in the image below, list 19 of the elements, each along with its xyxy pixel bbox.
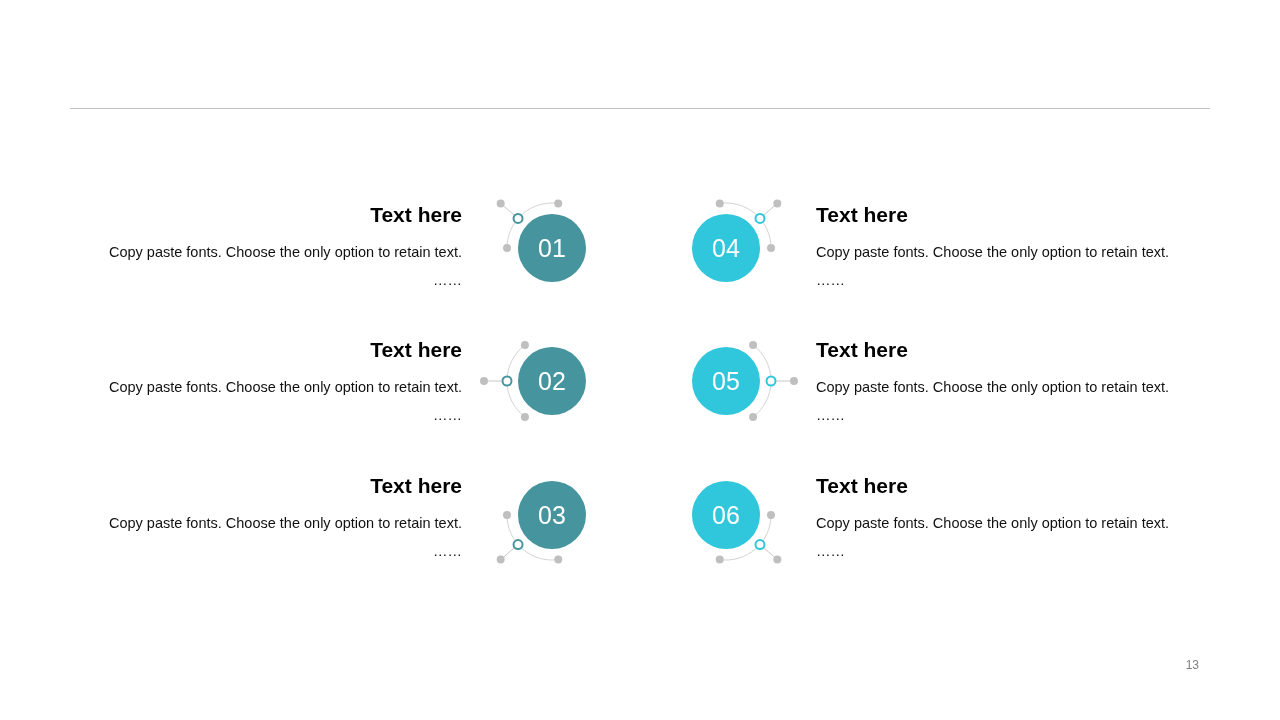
description-text: Copy paste fonts. Choose the only option to retain text. …… <box>816 514 1171 561</box>
item-heading: Text here <box>816 203 908 227</box>
number-circle: 03 <box>518 481 586 549</box>
description-text: Copy paste fonts. Choose the only option to retain text. …… <box>107 378 462 425</box>
description-text: Copy paste fonts. Choose the only option to retain text. …… <box>107 514 462 561</box>
item-heading: Text here <box>816 338 908 362</box>
number-circle: 02 <box>518 347 586 415</box>
number-circle: 06 <box>692 481 760 549</box>
number-circle: 04 <box>692 214 760 282</box>
item-heading: Text here <box>370 203 462 227</box>
description-text: Copy paste fonts. Choose the only option to retain text. …… <box>107 243 462 290</box>
description-text: Copy paste fonts. Choose the only option to retain text. …… <box>816 378 1171 425</box>
item-heading: Text here <box>370 338 462 362</box>
number-circle: 05 <box>692 347 760 415</box>
page-number: 13 <box>1185 657 1199 673</box>
number-circle: 01 <box>518 214 586 282</box>
description-text: Copy paste fonts. Choose the only option to retain text. …… <box>816 243 1171 290</box>
item-heading: Text here <box>370 474 462 498</box>
item-heading: Text here <box>816 474 908 498</box>
